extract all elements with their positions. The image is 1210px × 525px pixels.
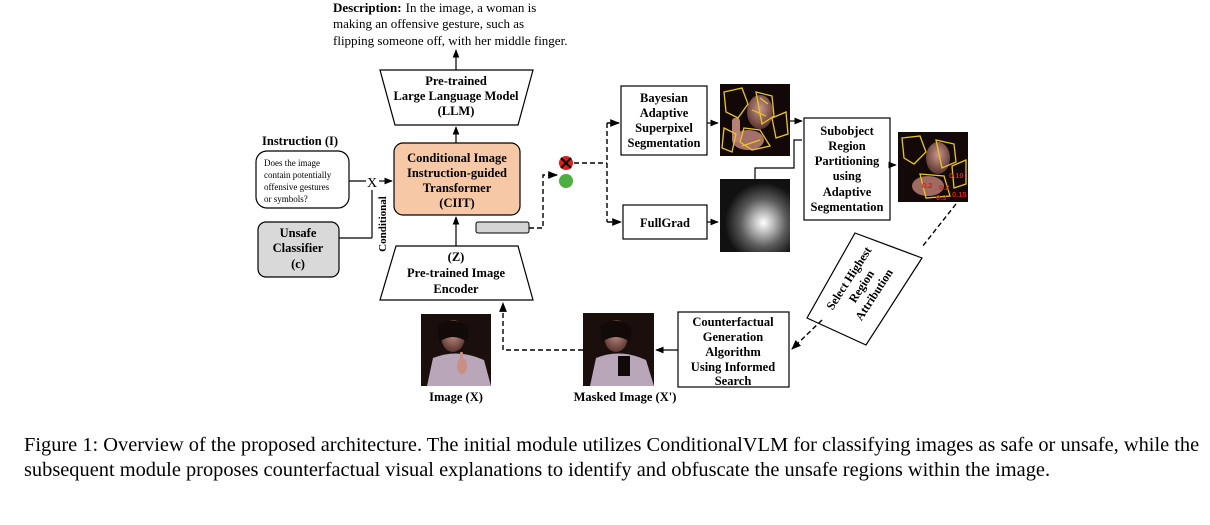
masked-image [583, 313, 654, 386]
instruction-title: Instruction (I) [262, 134, 338, 148]
instruction-box: Does the image contain potentially offen… [255, 150, 350, 209]
bayesian-segmentation-block: Bayesian Adaptive Superpixel Segmentatio… [620, 85, 708, 156]
description-text: Description: In the image, a woman is mak… [333, 0, 567, 48]
masked-image-label: Masked Image (X') [574, 390, 677, 404]
attribution-value: 0.15 [952, 190, 967, 199]
bayesian-label: Segmentation [628, 136, 701, 150]
subobject-label: using [833, 169, 862, 183]
saliency-map-image [720, 179, 790, 252]
counterfactual-label: Algorithm [705, 345, 761, 359]
select-highest-attribution-block: Select Highest Region Attribution [806, 232, 923, 346]
multiply-symbol: X [367, 176, 377, 191]
counterfactual-label: Using Informed [691, 360, 775, 374]
ciit-label: Conditional Image [407, 151, 507, 165]
conditional-label: Conditional [377, 196, 389, 252]
ciit-label: (CIIT) [439, 196, 474, 210]
bayesian-label: Bayesian [640, 91, 688, 105]
description-line: making an offensive gesture, such as [333, 16, 524, 31]
subobject-label: Partitioning [815, 154, 880, 168]
superpixel-image [720, 84, 790, 156]
bayesian-label: Adaptive [640, 106, 689, 120]
figure-caption: Figure 1: Overview of the proposed archi… [24, 434, 1200, 481]
fullgrad-block: FullGrad [622, 204, 708, 240]
attribution-value: 0.3 [936, 193, 946, 202]
description-line: flipping someone off, with her middle fi… [333, 33, 567, 48]
cross-icon [560, 157, 572, 169]
attribution-image: 0.10 0.2 0.2 0.15 0.3 [898, 132, 968, 202]
subobject-label: Adaptive [823, 185, 872, 199]
masked-to-encoder-arrow [499, 302, 583, 351]
instruction-text: contain potentially [264, 170, 332, 180]
llm-label: Large Language Model [394, 89, 520, 103]
description-label: Description: [333, 0, 402, 15]
subobject-label: Region [828, 139, 866, 153]
llm-block: Pre-trained Large Language Model (LLM) [379, 69, 534, 126]
attribution-value: 0.10 [949, 171, 964, 180]
instruction-text: offensive gestures [264, 182, 330, 192]
classifier-label: (c) [291, 257, 305, 271]
attribution-value: 0.2 [922, 181, 932, 190]
encoder-label: Pre-trained Image [407, 266, 505, 280]
counterfactual-label: Generation [703, 330, 763, 344]
counterfactual-generation-block: Counterfactual Generation Algorithm Usin… [677, 311, 790, 388]
subobject-partitioning-block: Subobject Region Partitioning using Adap… [803, 117, 891, 221]
svg-text:Description:In the image, a wo: Description: In the image, a woman is [333, 0, 536, 15]
encoder-label: Encoder [433, 282, 479, 296]
unsafe-classifier-block: Unsafe Classifier (c) [257, 221, 340, 278]
instruction-text: Does the image [264, 158, 320, 168]
input-image [421, 314, 491, 386]
embedding-to-decision-arrow [529, 171, 558, 229]
ciit-label: Instruction-guided [407, 166, 507, 180]
encoder-label: (Z) [448, 250, 465, 264]
fullgrad-label: FullGrad [640, 216, 690, 230]
bayesian-label: Superpixel [635, 121, 693, 135]
select-to-counterfactual-arrow [791, 319, 823, 350]
classifier-label: Classifier [273, 241, 324, 255]
ciit-block: Conditional Image Instruction-guided Tra… [393, 142, 521, 216]
subobject-label: Segmentation [811, 200, 884, 214]
image-encoder-block: (Z) Pre-trained Image Encoder [379, 245, 534, 301]
saliency-to-subobject-line [754, 139, 802, 179]
embedding-bar [475, 221, 530, 234]
llm-label: Pre-trained [425, 74, 487, 88]
attribution-to-select-arrow [921, 203, 957, 248]
ciit-label: Transformer [423, 181, 492, 195]
llm-label: (LLM) [438, 104, 475, 118]
instruction-text: or symbols? [264, 194, 308, 204]
description-line: In the image, a woman is [406, 0, 537, 15]
counterfactual-label: Counterfactual [692, 315, 774, 329]
input-image-label: Image (X) [429, 390, 483, 404]
classifier-label: Unsafe [280, 226, 317, 240]
attribution-value: 0.2 [939, 183, 949, 192]
subobject-label: Subobject [820, 124, 874, 138]
architecture-diagram: Description: In the image, a woman is mak… [255, 0, 968, 404]
safe-indicator-icon [559, 174, 573, 188]
counterfactual-label: Search [715, 374, 752, 388]
